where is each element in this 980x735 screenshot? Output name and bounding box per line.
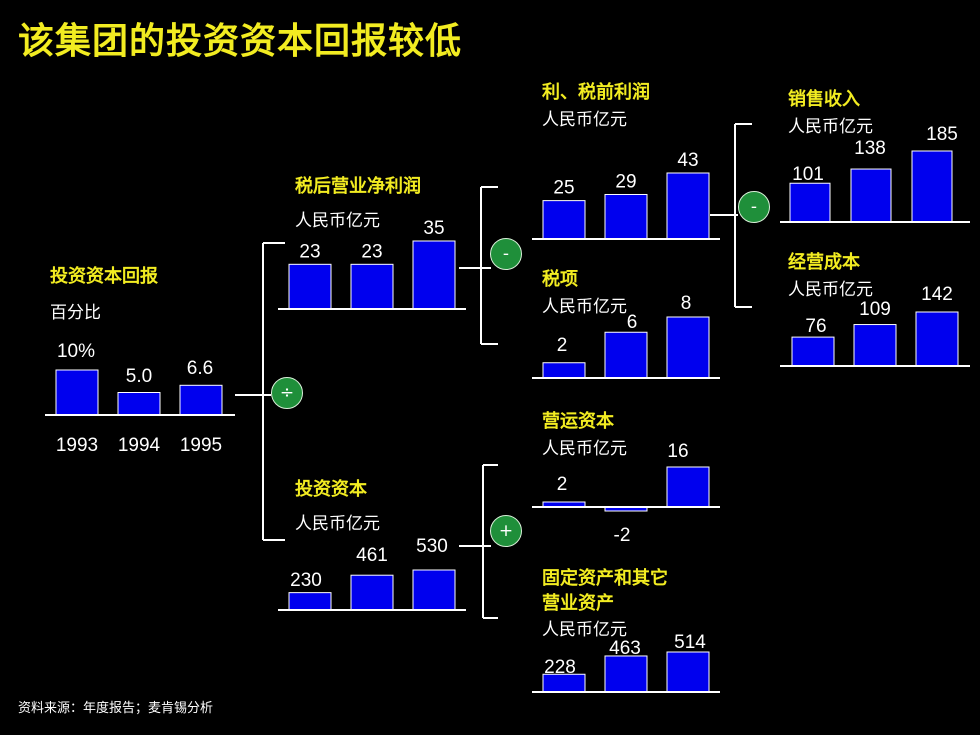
ebit-bar-1995 [666,172,710,240]
wc-title: 营运资本 [542,411,614,432]
tax-unit: 人民币亿元 [542,297,627,317]
ebit-bar-1993 [542,200,586,240]
invested_capital-value-label-1993: 230 [290,570,322,591]
opex-unit: 人民币亿元 [788,280,873,300]
roic-value-label-1995: 6.6 [187,358,213,379]
nopat-unit: 人民币亿元 [295,211,380,231]
invested_capital-bar-1994 [350,574,394,611]
ic-title: 投资资本 [295,479,367,500]
opex-bar-1994 [853,324,897,367]
fixed_assets-bar-1994 [604,655,648,693]
opex-value-label-1994: 109 [859,299,891,320]
tax-bar-1994 [604,331,648,379]
nopat-bar-1995 [412,240,456,310]
nopat-bar-1994 [350,263,394,310]
ebit-value-label-1993: 25 [553,178,574,199]
roic-unit: 百分比 [50,303,101,323]
sales-unit: 人民币亿元 [788,117,873,137]
sales-bar-1995 [911,150,953,223]
fixed_assets-value-label-1993: 228 [544,657,576,678]
tax-bar-1993 [542,362,586,379]
invested_capital-bar-1995 [412,569,456,611]
tax-title: 税项 [542,269,578,290]
roic-bar-1995 [179,384,223,416]
minus-operator: - [490,238,522,270]
ebit-value-label-1995: 43 [677,150,698,171]
nopat-value-label-1994: 23 [361,241,382,262]
fa-unit: 人民币亿元 [542,620,627,640]
roic-category-label-1993: 1993 [56,435,98,456]
source-note: 资料来源：年度报告；麦肯锡分析 [18,701,214,716]
nopat-value-label-1995: 35 [423,218,444,239]
sales-value-label-1995: 185 [926,124,958,145]
tax-value-label-1994: 6 [627,312,638,333]
plus-operator: + [490,515,522,547]
fa-title-line1: 固定资产和其它 [542,568,668,589]
nopat-value-label-1993: 23 [299,241,320,262]
ebit-bar-1994 [604,193,648,240]
opex-bar-1995 [915,311,959,367]
nopat-title: 税后营业净利润 [295,176,421,197]
ebit-value-label-1994: 29 [615,171,636,192]
roic-value-label-1994: 5.0 [126,366,152,387]
roic-title: 投资资本回报 [50,266,158,287]
fixed_assets-bar-1995 [666,651,710,693]
tax-value-label-1995: 8 [681,293,692,314]
invested_capital-value-label-1995: 530 [416,536,448,557]
page-title: 该集团的投资资本回报较低 [18,20,463,62]
roic-category-label-1994: 1994 [118,435,161,456]
sales-bar-1993 [789,182,831,223]
working_capital-value-label-1994: -2 [614,525,631,546]
ic-unit: 人民币亿元 [295,514,380,534]
ebit-title: 利、税前利润 [542,82,650,103]
fixed_assets-value-label-1994: 463 [609,638,641,659]
roic-value-label-1993: 10% [57,341,95,362]
opex-value-label-1995: 142 [921,284,953,305]
nopat-bar-1993 [288,263,332,310]
tax-bar-1995 [666,316,710,379]
invested_capital-value-label-1994: 461 [356,545,388,566]
working_capital-bar-1995 [666,466,710,508]
roic-bar-1993 [55,369,99,416]
fa-title-line2: 营业资产 [542,593,614,614]
sales-value-label-1994: 138 [854,138,886,159]
opex-title: 经营成本 [788,252,860,273]
wc-unit: 人民币亿元 [542,439,627,459]
working_capital-value-label-1995: 16 [667,441,688,462]
fixed_assets-value-label-1995: 514 [674,632,706,653]
opex-bar-1993 [791,336,835,367]
roic-category-label-1995: 1995 [180,435,222,456]
sales-value-label-1993: 101 [792,164,824,185]
invested_capital-bar-1993 [288,592,332,611]
roic-bar-1994 [117,392,161,416]
tax-value-label-1993: 2 [557,335,568,356]
sales-bar-1994 [850,168,892,223]
sales-title: 销售收入 [788,89,860,110]
working_capital-value-label-1993: 2 [557,474,568,495]
divide-operator: ÷ [271,377,303,409]
ebit-unit: 人民币亿元 [542,110,627,130]
minus-operator-right: - [738,191,770,223]
opex-value-label-1993: 76 [805,316,826,337]
